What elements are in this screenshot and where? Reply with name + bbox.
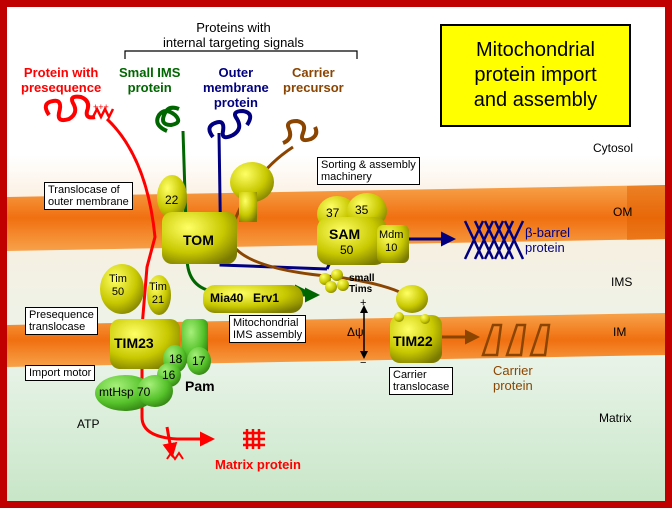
tom-description-box: Translocase of outer membrane — [44, 182, 133, 210]
tim22-bead-2 — [420, 314, 430, 324]
matrix-protein-icon — [243, 429, 265, 449]
presequence-charges: +++ — [93, 102, 109, 112]
beta-barrel-protein-icon — [463, 220, 525, 260]
tom-label: TOM — [183, 232, 214, 248]
import-motor-box: Import motor — [25, 365, 96, 381]
mia40-erv1-complex — [203, 285, 303, 313]
pam17-subunit — [187, 347, 211, 375]
carrier-precursor-label: Carrier precursor — [283, 65, 344, 95]
small-tims-label: small Tims — [349, 273, 375, 295]
tim21-label: Tim 21 — [149, 281, 167, 306]
cytosol-label: Cytosol — [593, 141, 634, 155]
mia-description-box: Mitochondrial IMS assembly — [229, 315, 307, 343]
om-protein-path — [217, 132, 328, 271]
diagram-drawing — [7, 50, 665, 461]
presequence-protein-squiggle — [43, 94, 96, 123]
presequence-path — [105, 117, 215, 447]
diagram-canvas: Proteins with internal targeting signals… — [7, 7, 665, 501]
matrix-protein-label: Matrix protein — [215, 457, 301, 472]
tim22-label: TIM22 — [393, 333, 433, 349]
tom-complex — [162, 212, 237, 264]
erv1-label: Erv1 — [253, 291, 280, 305]
tom-receptor-stalk — [239, 192, 257, 222]
tim22-bead-1 — [394, 312, 404, 322]
tim50-label: Tim 50 — [109, 273, 127, 298]
presequence-zigzag — [91, 106, 115, 120]
membrane-potential-arrow-head-down — [360, 351, 368, 359]
pam-label: Pam — [185, 378, 215, 394]
membrane-potential-label: Δψ — [347, 325, 364, 339]
carrier-squiggle — [282, 118, 319, 145]
sam37-label: 37 — [326, 206, 340, 220]
carrier-protein-icon — [481, 323, 551, 357]
presequence-cleavage-arrow — [162, 426, 178, 458]
carrier-translocase-box: Carrier translocase — [389, 367, 454, 395]
atp-label: ATP — [77, 417, 100, 431]
mthsp70-subunit-2 — [137, 375, 173, 407]
title-box: Mitochondrial protein import and assembl… — [440, 24, 631, 127]
membrane-potential-arrow-head-up — [360, 305, 368, 313]
minus-sign: − — [360, 357, 367, 369]
mdm10-label: Mdm 10 — [379, 229, 404, 254]
plus-sign: + — [360, 297, 367, 309]
mia40-label: Mia40 — [210, 291, 244, 305]
inner-membrane — [7, 313, 665, 367]
beta-barrel-protein-label: β-barrel protein — [525, 225, 571, 255]
tom22-subunit — [157, 175, 187, 219]
tom22-label: 22 — [165, 193, 179, 207]
tim22-complex — [390, 315, 442, 363]
small-ims-squiggle — [155, 105, 181, 133]
sam35-label: 35 — [355, 203, 369, 217]
tim23-complex — [110, 319, 180, 369]
presequence-translocase-box: Presequence translocase — [25, 307, 98, 335]
outer-membrane-squiggle — [207, 108, 253, 140]
matrix-label: Matrix — [599, 411, 632, 425]
title: Mitochondrial protein import and assembl… — [473, 39, 598, 111]
sam50-label: 50 — [340, 243, 354, 257]
tim50-subunit — [100, 264, 144, 314]
tim21-subunit — [147, 275, 171, 315]
carrier-protein-label: Carrier protein — [493, 363, 533, 393]
tim22-top — [396, 285, 428, 313]
pam16-label: 16 — [162, 368, 176, 382]
ims-label: IMS — [611, 275, 633, 289]
internal-signals-header: Proteins with internal targeting signals — [163, 20, 304, 50]
mdm10-subunit — [377, 225, 409, 263]
outer-membrane-protein-label: Outer membrane protein — [203, 65, 269, 110]
outer-membrane-side — [627, 185, 665, 240]
signals-bracket — [124, 50, 358, 59]
presequence-protein-label: Protein with presequence — [21, 65, 102, 95]
pam18-label: 18 — [169, 352, 183, 366]
im-label: IM — [613, 325, 627, 339]
pam17-label: 17 — [192, 354, 206, 368]
sam-label: SAM — [329, 226, 361, 242]
small-ims-protein-label: Small IMS protein — [119, 65, 181, 95]
tim23-label: TIM23 — [114, 335, 154, 351]
small-tims-cluster — [319, 269, 349, 293]
sam50-subunit — [317, 217, 387, 265]
cleaved-presequence — [166, 451, 184, 461]
om-label: OM — [613, 205, 633, 219]
mthsp70-label: mtHsp 70 — [99, 385, 151, 399]
sam-description-box: Sorting & assembly machinery — [317, 157, 420, 185]
